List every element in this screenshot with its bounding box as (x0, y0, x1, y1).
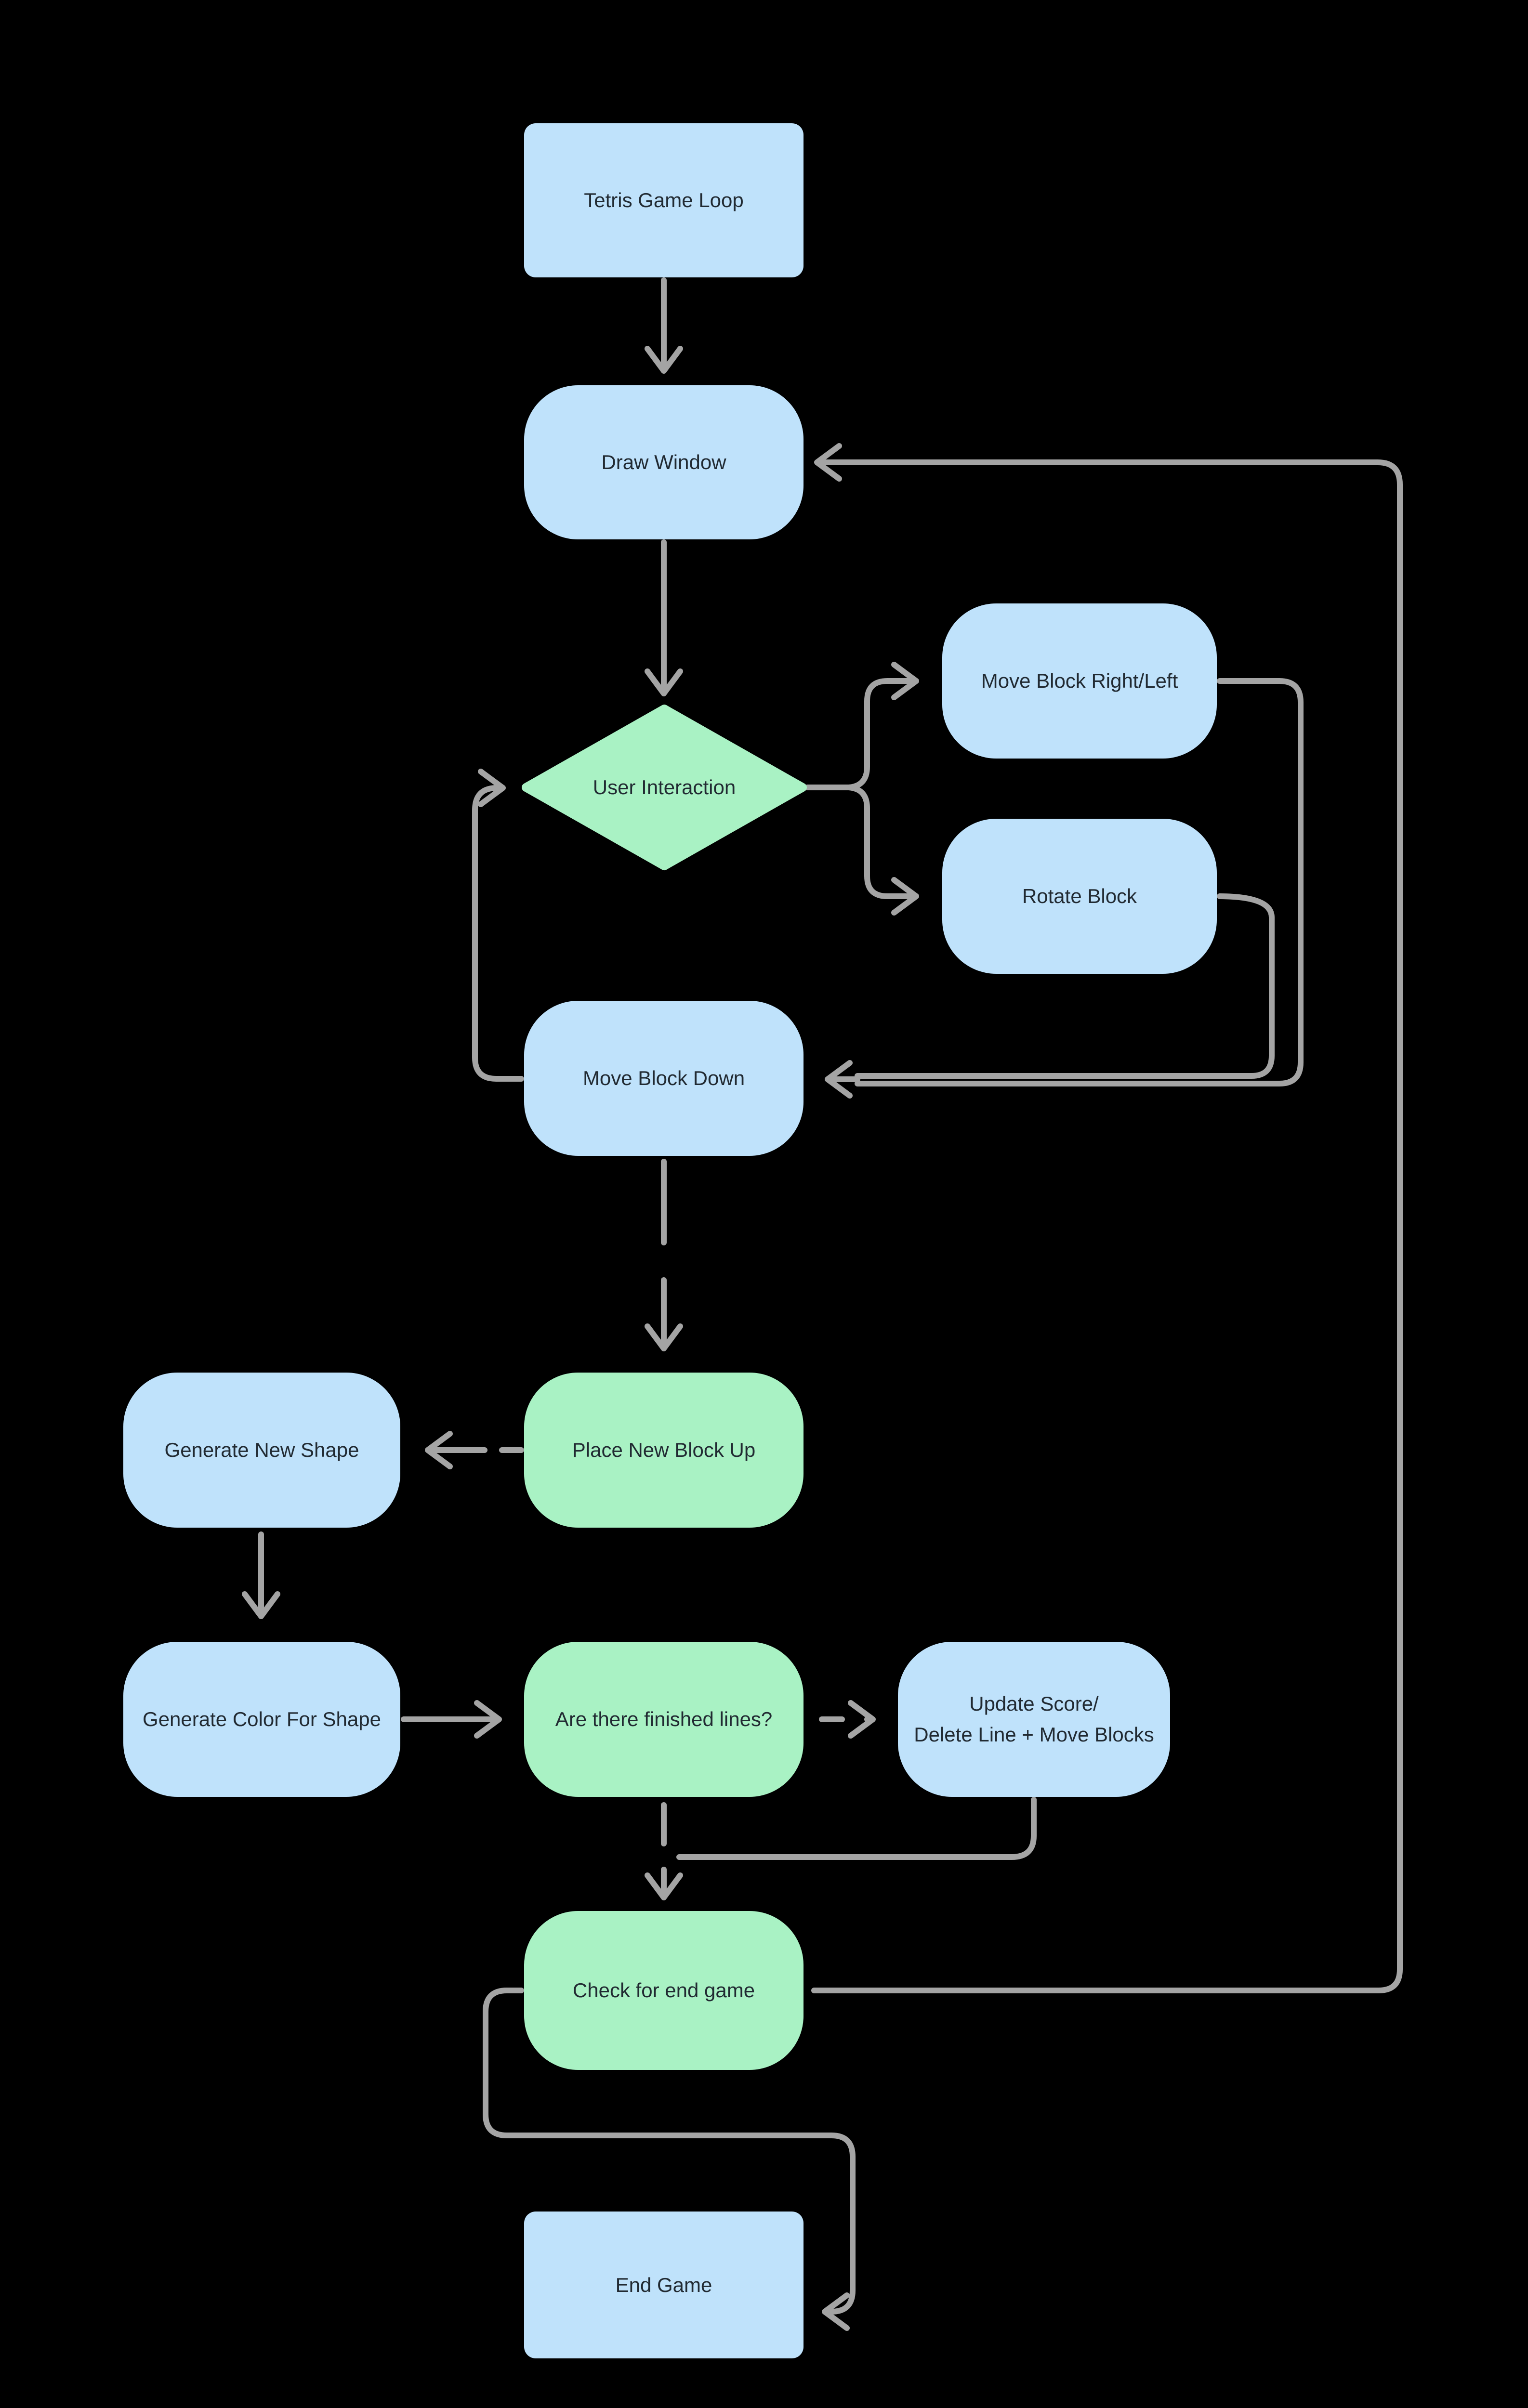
node-generate-new-shape[interactable]: Generate New Shape (123, 1373, 400, 1528)
node-label: Are there finished lines? (555, 1708, 773, 1730)
node-label: Move Block Right/Left (981, 669, 1178, 692)
edge-interaction-to-move-rl (846, 662, 919, 790)
node-end-game[interactable]: End Game (524, 2212, 804, 2358)
node-tetris-game-loop[interactable]: Tetris Game Loop (524, 123, 804, 277)
node-move-block-down[interactable]: Move Block Down (524, 1001, 804, 1156)
node-label: Rotate Block (1022, 885, 1137, 907)
edge-update-to-check-merge (676, 1797, 1037, 1860)
node-label: Move Block Down (582, 1067, 745, 1089)
node-label: Generate New Shape (164, 1439, 359, 1461)
node-generate-color-for-shape[interactable]: Generate Color For Shape (123, 1642, 400, 1797)
edge-check-to-end-game (483, 1988, 856, 2331)
node-label: User Interaction (593, 776, 736, 798)
node-label: Check for end game (572, 1979, 755, 2002)
edge-move-down-to-interaction (472, 769, 524, 1082)
node-are-there-finished-lines[interactable]: Are there finished lines? (524, 1642, 804, 1797)
edge-move-rl-to-move-down (855, 678, 1304, 1086)
node-check-for-end-game[interactable]: Check for end game (524, 1911, 804, 2070)
node-label: Place New Block Up (572, 1439, 756, 1461)
node-label: Tetris Game Loop (584, 189, 744, 211)
node-draw-window[interactable]: Draw Window (524, 385, 804, 539)
node-label: Update Score/ Delete Line + Move Blocks (914, 1688, 1154, 1750)
node-user-interaction[interactable]: User Interaction (525, 708, 804, 867)
edge-rotate-to-move-down (855, 893, 1275, 1079)
node-label: Generate Color For Shape (143, 1708, 381, 1730)
edge-check-to-draw-feedback (811, 443, 1403, 1993)
node-label: Draw Window (601, 451, 726, 473)
node-label: End Game (615, 2273, 712, 2296)
node-move-block-right-left[interactable]: Move Block Right/Left (942, 603, 1217, 759)
node-place-new-block-up[interactable]: Place New Block Up (524, 1373, 804, 1528)
node-label-line1: Update Score/ (969, 1692, 1099, 1715)
edge-interaction-to-rotate (846, 785, 919, 916)
node-update-score-delete-line[interactable]: Update Score/ Delete Line + Move Blocks (898, 1642, 1170, 1797)
node-label-line2: Delete Line + Move Blocks (914, 1723, 1154, 1746)
node-rotate-block[interactable]: Rotate Block (942, 819, 1217, 974)
user-interaction-diamond[interactable] (522, 705, 807, 870)
